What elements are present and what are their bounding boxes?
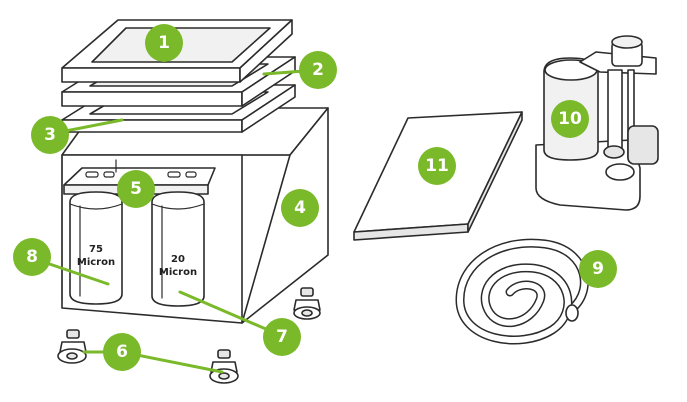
caster-wheel	[57, 329, 87, 364]
filter-7-size: 20	[171, 254, 185, 265]
svg-text:11: 11	[425, 156, 449, 176]
svg-text:1: 1	[158, 33, 170, 53]
svg-text:10: 10	[558, 109, 582, 129]
callout-7: 7	[263, 318, 301, 356]
filter-7-unit: Micron	[159, 267, 197, 278]
svg-text:2: 2	[312, 60, 324, 80]
filter-8-unit: Micron	[77, 257, 115, 268]
callout-4: 4	[281, 189, 319, 227]
callout-10: 10	[551, 100, 589, 138]
callout-6: 6	[103, 333, 141, 371]
svg-text:6: 6	[116, 342, 128, 362]
filter-8-size: 75	[89, 244, 103, 255]
callout-1: 1	[145, 24, 183, 62]
svg-text:5: 5	[130, 179, 142, 199]
callout-5: 5	[117, 170, 155, 208]
callout-11: 11	[418, 147, 456, 185]
filter-housing-20-micron	[151, 191, 205, 307]
svg-text:8: 8	[26, 247, 38, 267]
caster-wheel	[209, 349, 239, 384]
svg-text:4: 4	[294, 198, 306, 218]
svg-text:9: 9	[592, 259, 604, 279]
svg-text:3: 3	[44, 125, 56, 145]
callout-8: 8	[13, 238, 51, 276]
callout-9: 9	[579, 250, 617, 288]
svg-text:7: 7	[276, 327, 288, 347]
callout-3: 3	[31, 116, 69, 154]
pump-unit	[535, 35, 659, 211]
tray-stack	[61, 19, 296, 133]
caster-wheel	[293, 287, 321, 320]
coiled-hose	[455, 238, 589, 345]
callout-2: 2	[299, 51, 337, 89]
